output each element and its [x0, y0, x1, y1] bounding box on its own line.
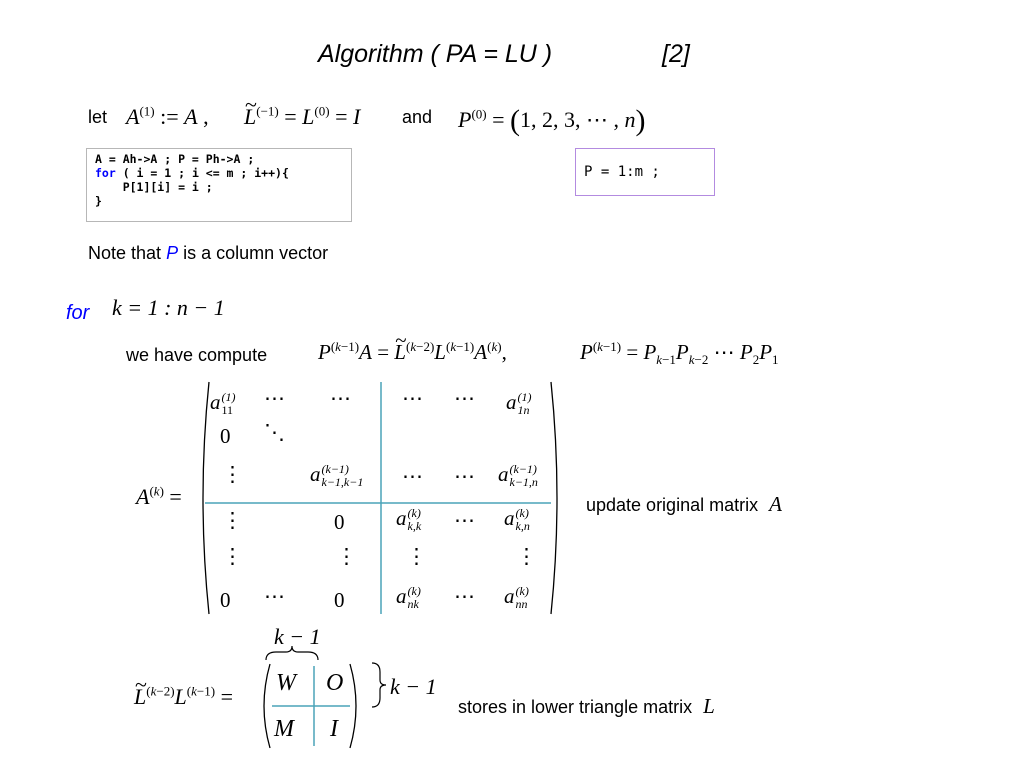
a-k-matrix-frame	[202, 381, 558, 615]
block-matrix-frame	[263, 663, 357, 749]
entry-a-nn: a(k)nn	[504, 584, 529, 612]
entry-a-km1-n: a(k−1)k−1,n	[498, 462, 538, 490]
stores-note: stores in lower triangle matrix L	[458, 694, 715, 718]
a-k-label: A(k) =	[136, 483, 182, 509]
l-product-label: L~(k−2)L(k−1) =	[134, 672, 234, 709]
entry-a11: a(1)11	[210, 390, 236, 418]
top-brace	[265, 645, 319, 661]
for-keyword: for	[66, 302, 90, 324]
compute-formula-1: P(k−1)A = L~(k−2)L(k−1)A(k),	[318, 328, 507, 364]
left-bracket	[202, 381, 210, 615]
entry-a-nk: a(k)nk	[396, 584, 421, 612]
let-label: let	[88, 107, 108, 127]
entry-a-kn: a(k)k,n	[504, 506, 530, 534]
slide-title: Algorithm ( PA = LU )	[318, 40, 553, 68]
p-assignment-code: P = 1:m ;	[575, 148, 715, 196]
entry-a1n: a(1)1n	[506, 390, 532, 418]
code-snippet: A = Ah->A ; P = Ph->A ; for ( i = 1 ; i …	[86, 148, 352, 222]
top-brace-label: k − 1	[274, 624, 321, 649]
init-l-formula: L~(−1) = L(0) = I	[244, 92, 361, 129]
compute-formula-2: P(k−1) = Pk−1Pk−2 ⋯ P2P1	[580, 339, 779, 368]
block-o: O	[326, 670, 344, 696]
right-brace	[371, 662, 387, 708]
init-p-formula: P(0) = (1, 2, 3, ⋯ , n)	[458, 104, 646, 137]
compute-label: we have compute	[126, 345, 268, 365]
block-w: W	[276, 670, 296, 696]
and-label: and	[402, 107, 433, 127]
update-note: update original matrix A	[586, 492, 782, 516]
loop-range: k = 1 : n − 1	[112, 295, 225, 320]
block-i: I	[330, 716, 338, 742]
init-a-formula: A(1) := A ,	[126, 103, 209, 129]
entry-a-kk: a(k)k,k	[396, 506, 422, 534]
right-brace-label: k − 1	[390, 674, 437, 699]
right-bracket	[550, 381, 558, 615]
reference-number: [2]	[662, 40, 690, 68]
note-line: Note that P is a column vector	[88, 243, 329, 263]
block-m: M	[274, 716, 294, 742]
entry-a-km1-km1: a(k−1)k−1,k−1	[310, 462, 364, 490]
